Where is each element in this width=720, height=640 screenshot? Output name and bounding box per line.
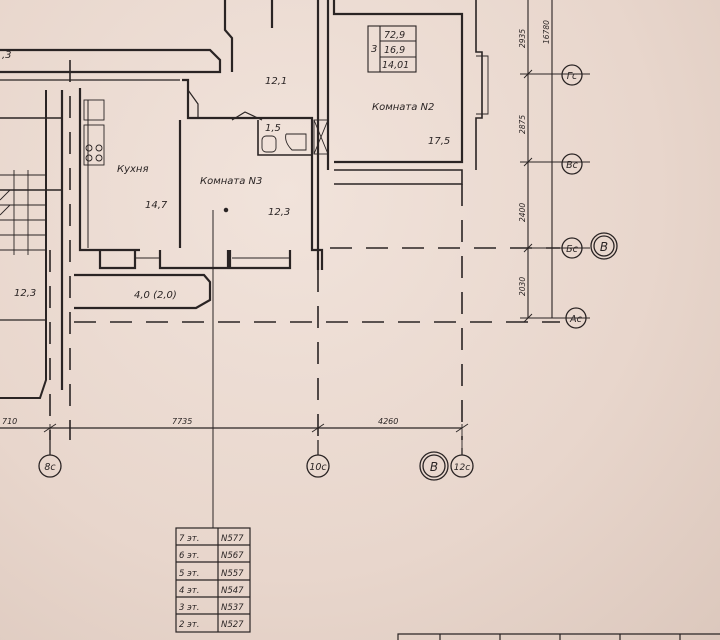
walls	[0, 0, 483, 399]
floor-table-lines	[175, 527, 251, 633]
axis-b-ring-label: В	[600, 240, 608, 254]
floor-row-1-floor: 6 эт.	[179, 551, 199, 561]
dim-v-3: 2400	[518, 203, 527, 222]
hall-area: 12,1	[265, 76, 287, 87]
axis-8c-label: 8с	[44, 462, 56, 473]
room3-area: 12,3	[268, 207, 290, 218]
axis-gc-label: Гс	[567, 71, 578, 82]
floor-row-0-floor: 7 эт.	[179, 534, 199, 544]
axis-b-ring-bottom-label: В	[430, 460, 438, 474]
floor-row-5-number: N527	[221, 620, 244, 630]
floor-row-5-floor: 2 эт.	[179, 620, 199, 630]
floor-row-2-number: N557	[221, 569, 244, 579]
dim-v-4: 2030	[518, 277, 527, 296]
bath-area: 1,5	[265, 123, 281, 134]
apartment-area-other: 14,01	[382, 60, 409, 71]
floor-row-3-floor: 4 эт.	[179, 586, 199, 596]
apartment-area-total: 72,9	[384, 30, 405, 41]
kitchen-label: Кухня	[117, 164, 149, 175]
left-room-area: 12,3	[14, 288, 36, 299]
dim-bottom-mid: 7735	[172, 417, 192, 426]
dim-bottom-left: 710	[2, 417, 17, 426]
title-block-edge	[397, 633, 720, 640]
dim-bottom-right: 4260	[378, 417, 398, 426]
apartment-area-living: 16,9	[384, 45, 405, 56]
details	[0, 0, 590, 528]
axis-markers	[38, 64, 618, 481]
room3-label: Комната N3	[200, 176, 262, 187]
floor-row-0-number: N577	[221, 534, 244, 544]
axis-vc-label: Вс	[566, 160, 579, 171]
floor-row-1-number: N567	[221, 551, 244, 561]
floor-table: 7 эт. N577 6 эт. N567 5 эт. N557 4 эт. N…	[179, 534, 244, 630]
floor-row-2-floor: 5 эт.	[179, 569, 199, 579]
axis-12c-label: 12с	[454, 463, 470, 473]
dim-v-2: 2875	[518, 115, 527, 134]
apartment-number: 3	[371, 44, 377, 55]
axis-bc-label: Бс	[566, 244, 579, 255]
balcony-area: 4,0 (2,0)	[134, 290, 177, 301]
floor-row-3-number: N547	[221, 586, 244, 596]
dim-v-total: 16780	[542, 20, 551, 44]
axis-10c-label: 10с	[309, 462, 327, 473]
axis-ac-label: Ас	[569, 314, 582, 325]
floor-row-4-number: N537	[221, 603, 244, 613]
room2-label: Комната N2	[372, 102, 434, 113]
kitchen-area: 14,7	[145, 200, 168, 211]
floor-row-4-floor: 3 эт.	[179, 603, 199, 613]
room2-area: 17,5	[428, 136, 450, 147]
dim-v-top: 2935	[518, 29, 527, 48]
top-left-fragment: ,3	[2, 50, 12, 61]
axis-lines	[49, 60, 560, 440]
apartment-tag	[367, 25, 417, 73]
